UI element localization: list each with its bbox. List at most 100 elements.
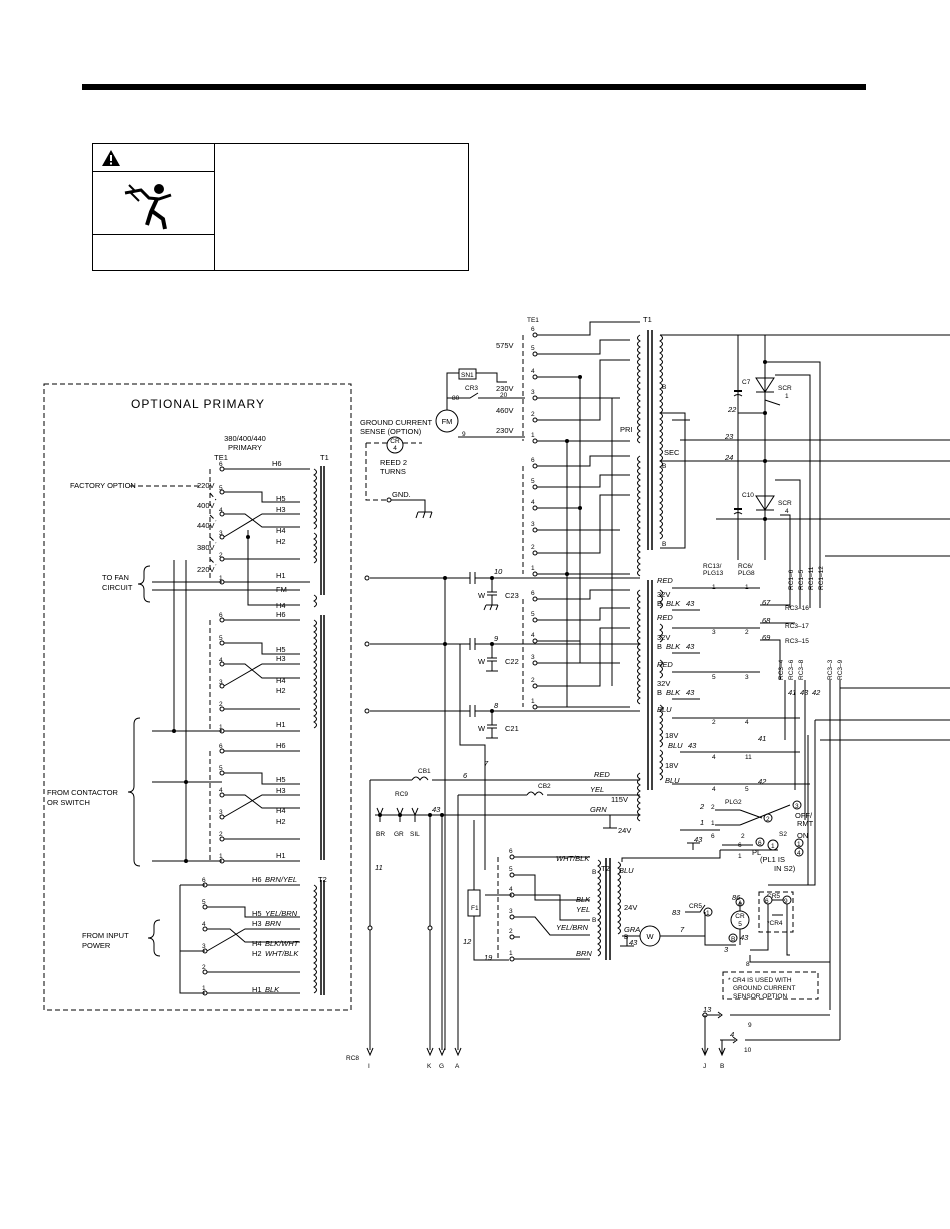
svg-text:4: 4 [745,719,749,726]
svg-text:B: B [657,688,662,697]
svg-text:1: 1 [785,393,789,400]
svg-text:J: J [703,1063,706,1070]
svg-text:10: 10 [744,1047,752,1054]
svg-text:3: 3 [724,945,729,954]
optional-primary-box [43,383,352,1011]
svg-text:6: 6 [758,840,762,847]
svg-text:CR3: CR3 [465,385,478,392]
svg-text:13: 13 [703,1005,712,1014]
cr4-note-box [722,971,819,1000]
svg-text:RC3–3: RC3–3 [827,659,834,680]
svg-text:S2: S2 [779,831,787,838]
svg-text:BLK: BLK [576,895,591,904]
svg-text:YEL/BRN: YEL/BRN [265,909,298,918]
svg-text:2: 2 [509,928,513,935]
svg-text:CR5: CR5 [767,893,780,900]
svg-text:7: 7 [680,925,685,934]
svg-text:H2: H2 [276,537,286,546]
svg-text:1: 1 [219,575,223,582]
cr4-note-1: * CR4 IS USED WITH [728,977,792,984]
svg-text:A: A [455,1063,460,1070]
svg-text:RC1–11: RC1–11 [808,566,815,590]
svg-text:B: B [731,936,735,943]
svg-text:H5: H5 [276,645,286,654]
svg-text:CB2: CB2 [538,783,551,790]
svg-text:RED: RED [594,770,610,779]
svg-text:T1: T1 [320,453,329,462]
svg-text:B: B [720,1063,724,1070]
svg-text:1: 1 [531,698,535,705]
svg-text:2: 2 [219,831,223,838]
svg-text:RC3–6: RC3–6 [788,659,795,680]
svg-text:83: 83 [672,908,681,917]
svg-text:RMT: RMT [797,819,814,828]
svg-text:1: 1 [700,818,704,827]
svg-text:H3: H3 [252,919,262,928]
svg-text:SIL: SIL [410,831,420,838]
svg-text:6: 6 [531,326,535,333]
svg-text:4: 4 [785,508,789,515]
svg-text:9: 9 [462,431,466,438]
svg-text:4: 4 [712,754,716,761]
svg-text:BLU: BLU [657,705,672,714]
svg-text:42: 42 [812,688,821,697]
svg-text:5: 5 [531,611,535,618]
svg-text:10: 10 [494,567,503,576]
svg-text:C22: C22 [505,657,519,666]
electric-shock-icon [124,184,172,230]
to-fan-label-2: CIRCUIT [102,583,133,592]
svg-text:*CR4: *CR4 [767,920,783,927]
svg-text:H3: H3 [276,505,286,514]
svg-text:RED: RED [657,660,673,669]
svg-text:C23: C23 [505,591,519,600]
svg-text:H4: H4 [276,806,286,815]
svg-text:3: 3 [745,674,749,681]
svg-text:BLK/WHT: BLK/WHT [265,939,300,948]
svg-text:H2: H2 [276,686,286,695]
svg-text:H6: H6 [276,610,286,619]
svg-text:220V: 220V [197,481,215,490]
svg-text:400V: 400V [197,501,215,510]
svg-text:41: 41 [788,688,796,697]
svg-text:H5: H5 [252,909,262,918]
svg-text:F1: F1 [471,905,479,912]
svg-text:BRN: BRN [576,949,592,958]
svg-text:2: 2 [745,629,749,636]
svg-text:1: 1 [712,584,716,591]
svg-text:RC3–15: RC3–15 [785,638,809,645]
svg-text:PLG2: PLG2 [725,799,742,806]
svg-text:CR: CR [735,913,745,920]
svg-text:230V: 230V [496,426,514,435]
svg-text:H5: H5 [276,494,286,503]
svg-text:6: 6 [765,898,769,905]
svg-text:6: 6 [738,842,742,849]
svg-text:SEC: SEC [664,448,680,457]
svg-text:4: 4 [730,1030,734,1039]
svg-text:H2: H2 [252,949,262,958]
from-contactor-label-1: FROM CONTACTOR [47,788,119,797]
svg-text:2: 2 [741,833,745,840]
svg-text:3: 3 [531,521,535,528]
svg-text:TURNS: TURNS [380,467,406,476]
primary-spec-line2: PRIMARY [228,443,262,452]
svg-text:GRN: GRN [590,805,607,814]
svg-text:24V: 24V [618,826,631,835]
svg-text:8: 8 [746,961,750,968]
svg-text:PLG8: PLG8 [738,570,755,577]
svg-text:B: B [592,917,596,924]
svg-text:6: 6 [509,848,513,855]
svg-text:12: 12 [463,937,472,946]
svg-text:H6: H6 [276,741,286,750]
svg-text:H3: H3 [276,654,286,663]
svg-text:H3: H3 [276,786,286,795]
svg-text:ON: ON [797,831,808,840]
svg-text:REED 2: REED 2 [380,458,407,467]
svg-text:8: 8 [494,701,499,710]
svg-text:(PL1 IS: (PL1 IS [760,855,785,864]
svg-text:115V: 115V [611,795,628,804]
svg-text:4: 4 [202,921,206,928]
svg-text:BLU: BLU [619,866,634,875]
svg-text:B: B [624,934,628,941]
svg-text:H4: H4 [276,676,286,685]
